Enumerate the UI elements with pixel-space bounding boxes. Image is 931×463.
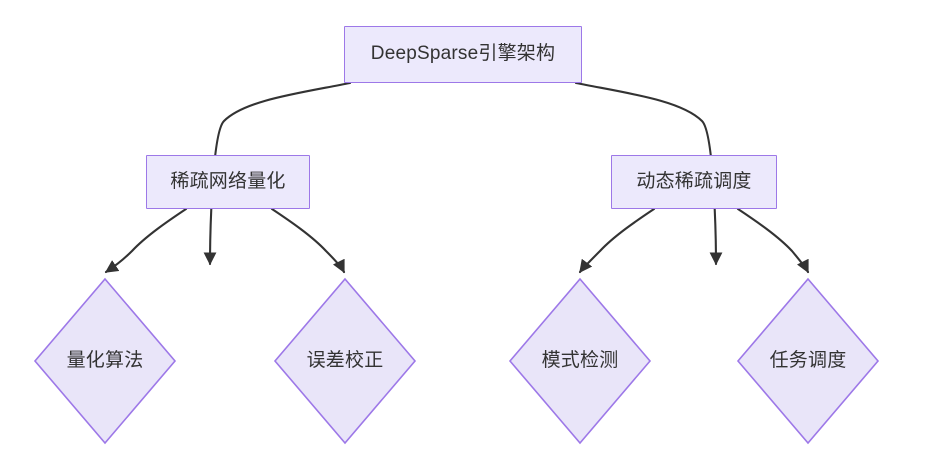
node-pattern-detection[interactable]: 模式检测 — [508, 277, 652, 445]
edge-root-to-sched — [574, 81, 723, 266]
diamond-shape — [736, 277, 880, 445]
node-error-correction-label: 误差校正 — [306, 349, 384, 371]
node-sparse-network-quantization[interactable]: 稀疏网络量化 — [146, 155, 310, 209]
edge-quant-to-err-corr — [270, 207, 346, 274]
node-root[interactable]: DeepSparse引擎架构 — [344, 26, 582, 83]
diamond-shape — [508, 277, 652, 445]
diamond-shape — [33, 277, 177, 445]
node-task-scheduling[interactable]: 任务调度 — [736, 277, 880, 445]
node-quantization-algorithm-label: 量化算法 — [66, 349, 144, 371]
edge-root-to-quant — [203, 81, 352, 266]
node-dynamic-sparse-scheduling[interactable]: 动态稀疏调度 — [611, 155, 777, 209]
node-dynamic-sparse-scheduling-label: 动态稀疏调度 — [636, 170, 752, 192]
node-root-label: DeepSparse引擎架构 — [370, 43, 556, 65]
node-pattern-detection-label: 模式检测 — [541, 349, 619, 371]
edge-sched-to-pattern — [578, 207, 656, 274]
edge-quant-to-quant-algo — [104, 207, 188, 274]
node-sparse-network-quantization-label: 稀疏网络量化 — [170, 170, 286, 192]
diamond-shape — [273, 277, 417, 445]
node-error-correction[interactable]: 误差校正 — [273, 277, 417, 445]
node-quantization-algorithm[interactable]: 量化算法 — [33, 277, 177, 445]
node-task-scheduling-label: 任务调度 — [769, 349, 847, 371]
edge-sched-to-task-sched — [736, 207, 810, 274]
